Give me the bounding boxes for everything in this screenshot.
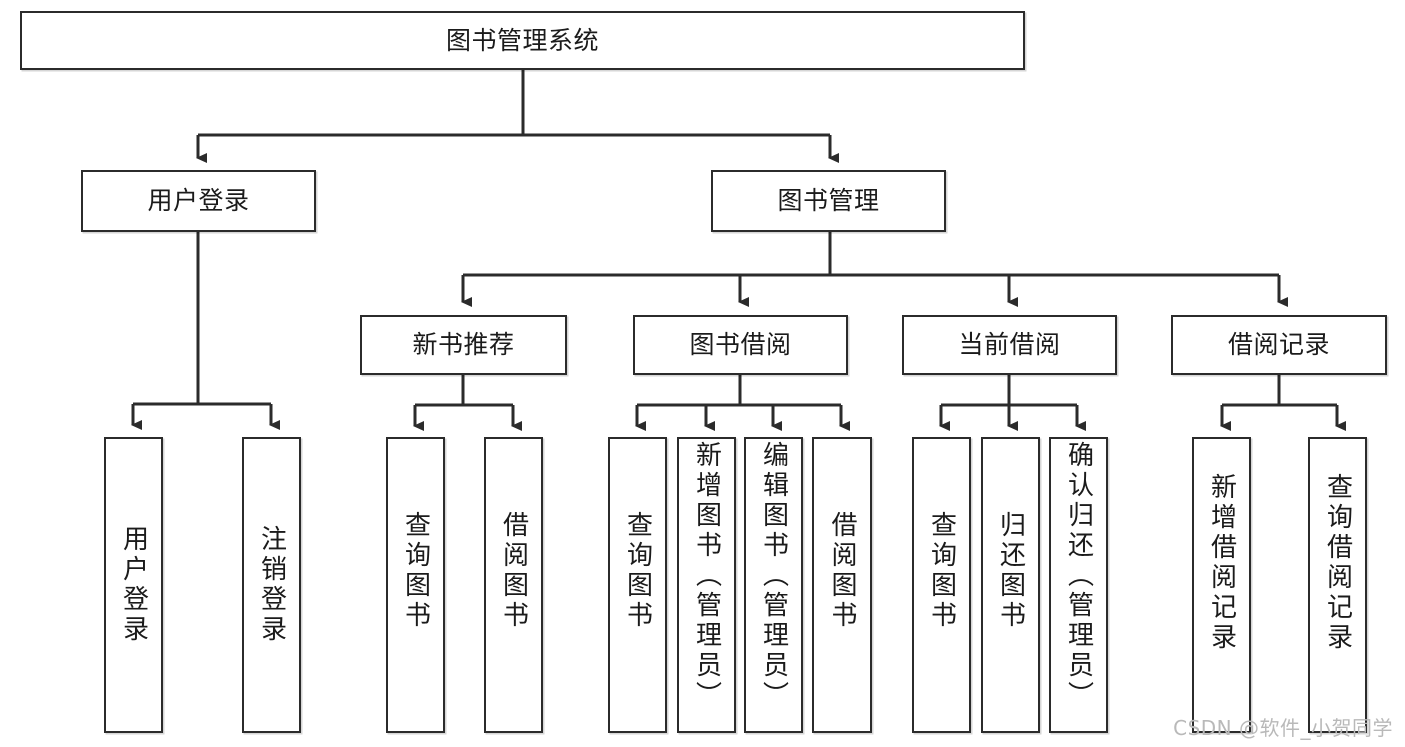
leaf-query-book-recommendation[interactable]: 查询图书 xyxy=(386,437,445,733)
leaf-query-book-current[interactable]: 查询图书 xyxy=(912,437,971,733)
node-borrow-record[interactable]: 借阅记录 xyxy=(1171,315,1387,375)
node-root-label: 图书管理系统 xyxy=(445,25,599,55)
leaf-return-book-label: 归还图书 xyxy=(995,511,1026,631)
node-root[interactable]: 图书管理系统 xyxy=(20,11,1025,70)
node-book-management-label: 图书管理 xyxy=(777,186,880,216)
leaf-borrow-book-recommendation-label: 借阅图书 xyxy=(498,511,529,631)
leaf-add-book-admin[interactable]: 新增图书（管理员） xyxy=(677,437,736,733)
leaf-query-borrow-record[interactable]: 查询借阅记录 xyxy=(1308,437,1367,733)
leaf-edit-book-admin[interactable]: 编辑图书（管理员） xyxy=(744,437,803,733)
leaf-user-login-label: 用户登录 xyxy=(118,525,149,645)
node-user-login-label: 用户登录 xyxy=(147,186,250,216)
node-book-borrow[interactable]: 图书借阅 xyxy=(633,315,848,375)
leaf-query-book-borrow-label: 查询图书 xyxy=(622,511,653,631)
leaf-add-borrow-record[interactable]: 新增借阅记录 xyxy=(1192,437,1251,733)
node-book-management[interactable]: 图书管理 xyxy=(711,170,946,232)
leaf-user-logout[interactable]: 注销登录 xyxy=(242,437,301,733)
node-user-login[interactable]: 用户登录 xyxy=(81,170,316,232)
leaf-borrow-book-borrow[interactable]: 借阅图书 xyxy=(812,437,872,733)
leaf-confirm-return-admin[interactable]: 确认归还（管理员） xyxy=(1049,437,1108,733)
leaf-confirm-return-admin-label: 确认归还（管理员） xyxy=(1063,441,1094,711)
node-new-book-recommendation[interactable]: 新书推荐 xyxy=(360,315,567,375)
leaf-user-logout-label: 注销登录 xyxy=(256,525,287,645)
leaf-return-book[interactable]: 归还图书 xyxy=(981,437,1040,733)
node-new-book-recommendation-label: 新书推荐 xyxy=(412,330,515,360)
leaf-edit-book-admin-label: 编辑图书（管理员） xyxy=(758,441,789,711)
leaf-borrow-book-recommendation[interactable]: 借阅图书 xyxy=(484,437,543,733)
leaf-user-login[interactable]: 用户登录 xyxy=(104,437,163,733)
node-current-borrow[interactable]: 当前借阅 xyxy=(902,315,1117,375)
leaf-add-book-admin-label: 新增图书（管理员） xyxy=(691,441,722,711)
leaf-borrow-book-borrow-label: 借阅图书 xyxy=(827,511,857,631)
leaf-query-book-borrow[interactable]: 查询图书 xyxy=(608,437,667,733)
node-borrow-record-label: 借阅记录 xyxy=(1227,330,1330,360)
node-current-borrow-label: 当前借阅 xyxy=(958,330,1061,360)
leaf-query-borrow-record-label: 查询借阅记录 xyxy=(1322,473,1353,653)
csdn-watermark: CSDN @软件_小贺同学 xyxy=(1173,716,1393,740)
leaf-add-borrow-record-label: 新增借阅记录 xyxy=(1206,473,1237,653)
leaf-query-book-recommendation-label: 查询图书 xyxy=(400,511,431,631)
leaf-query-book-current-label: 查询图书 xyxy=(926,511,957,631)
node-book-borrow-label: 图书借阅 xyxy=(689,330,792,360)
